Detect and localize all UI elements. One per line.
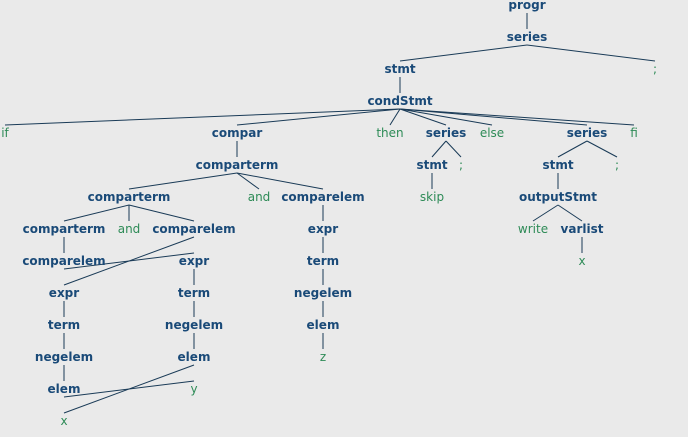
node-varlist: varlist xyxy=(560,222,604,236)
node-skip: skip xyxy=(419,190,445,204)
node-elem: elem xyxy=(306,318,340,332)
tree-edge xyxy=(63,236,195,286)
tree-edge xyxy=(586,140,618,158)
node-semicolon: ; xyxy=(458,158,464,172)
node-expr: expr xyxy=(48,286,80,300)
node-and: and xyxy=(247,190,271,204)
tree-edge xyxy=(532,204,559,222)
tree-edge xyxy=(526,44,656,62)
node-elem: elem xyxy=(177,350,211,364)
node-series: series xyxy=(425,126,467,140)
tree-edge xyxy=(128,204,195,222)
node-term: term xyxy=(177,286,211,300)
node-comparelem: comparelem xyxy=(152,222,236,236)
node-comparelem: comparelem xyxy=(281,190,365,204)
node-condstmt: condStmt xyxy=(367,94,433,108)
node-stmt: stmt xyxy=(384,62,416,76)
tree-edge xyxy=(399,44,528,62)
node-else: else xyxy=(479,126,505,140)
node-term: term xyxy=(306,254,340,268)
tree-edge xyxy=(399,108,493,126)
node-series: series xyxy=(506,30,548,44)
tree-edge xyxy=(445,140,462,158)
node-x: x xyxy=(578,254,586,268)
node-semicolon: ; xyxy=(614,158,620,172)
tree-edge xyxy=(389,108,401,126)
node-compar: compar xyxy=(211,126,263,140)
node-comparterm: comparterm xyxy=(87,190,171,204)
node-negelem: negelem xyxy=(293,286,353,300)
node-elem: elem xyxy=(47,382,81,396)
node-negelem: negelem xyxy=(164,318,224,332)
node-expr: expr xyxy=(307,222,339,236)
node-expr: expr xyxy=(178,254,210,268)
node-term: term xyxy=(47,318,81,332)
tree-edge xyxy=(431,140,447,158)
node-series: series xyxy=(566,126,608,140)
tree-edge xyxy=(236,172,324,190)
node-progr: progr xyxy=(508,0,546,12)
node-if: if xyxy=(1,126,9,140)
tree-edge xyxy=(399,108,588,126)
tree-edge xyxy=(399,108,635,126)
tree-edge xyxy=(128,172,238,190)
node-write: write xyxy=(517,222,549,236)
node-and: and xyxy=(117,222,141,236)
node-then: then xyxy=(376,126,404,140)
node-y: y xyxy=(190,382,198,396)
node-comparterm: comparterm xyxy=(22,222,106,236)
node-x: x xyxy=(60,414,68,428)
node-outputstmt: outputStmt xyxy=(518,190,598,204)
node-stmt: stmt xyxy=(542,158,574,172)
node-semicolon: ; xyxy=(652,62,658,76)
node-comparterm: comparterm xyxy=(195,158,279,172)
node-negelem: negelem xyxy=(34,350,94,364)
node-stmt: stmt xyxy=(416,158,448,172)
tree-edge xyxy=(236,172,260,190)
tree-edge xyxy=(557,204,583,222)
tree-edge xyxy=(63,380,195,398)
tree-edge xyxy=(63,204,130,222)
tree-edge xyxy=(399,108,447,126)
tree-edge xyxy=(236,108,401,126)
node-z: z xyxy=(319,350,327,364)
tree-edge xyxy=(4,108,401,126)
tree-edge xyxy=(557,140,588,158)
node-comparelem: comparelem xyxy=(22,254,106,268)
node-fi: fi xyxy=(630,126,638,140)
